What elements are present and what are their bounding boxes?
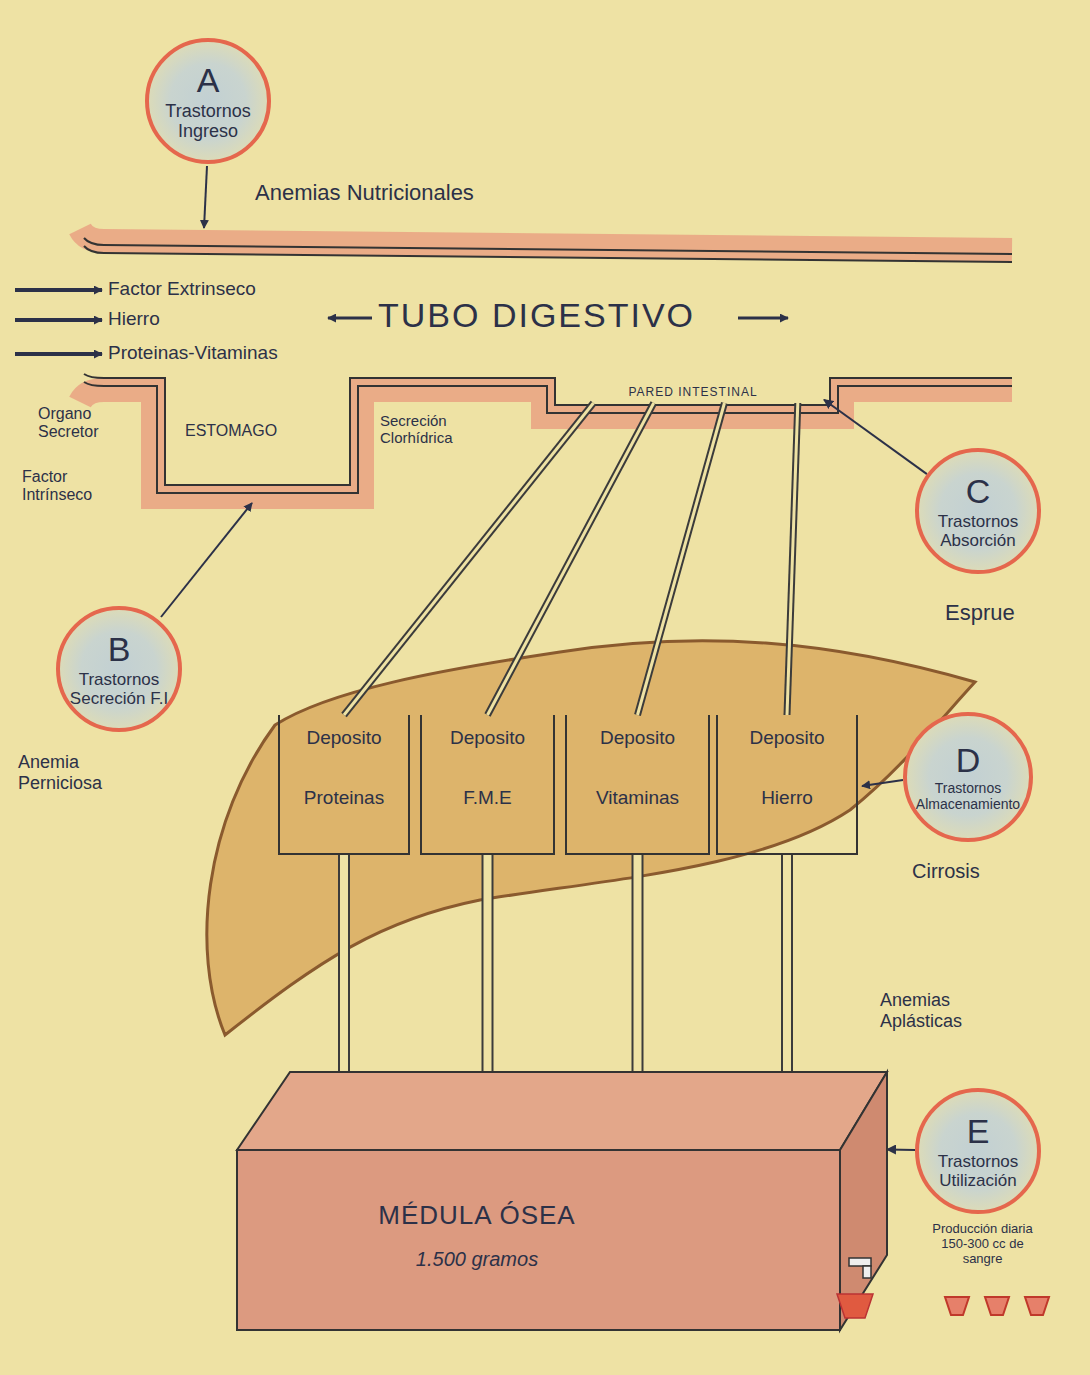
connector-line bbox=[488, 403, 654, 715]
node-text: MÉDULA ÓSEA bbox=[297, 1200, 657, 1231]
leader-arrow bbox=[204, 166, 207, 228]
supply-pipe bbox=[488, 403, 654, 715]
node-text: 1.500 gramos bbox=[297, 1248, 657, 1271]
callout-circle: ATrastornos Ingreso bbox=[145, 38, 271, 164]
tube-wall bbox=[84, 246, 1012, 262]
connector-line bbox=[488, 403, 654, 715]
connector-line bbox=[484, 855, 492, 1072]
blood-cup bbox=[985, 1297, 1009, 1315]
connector-line bbox=[634, 855, 642, 1072]
node-text: Deposito bbox=[718, 727, 856, 749]
bone-marrow-box: MÉDULA ÓSEA 1.500 gramos bbox=[237, 1072, 887, 1330]
node-text: Deposito bbox=[567, 727, 708, 749]
supply-pipe bbox=[787, 855, 788, 1072]
tube-wall bbox=[84, 382, 1012, 493]
supply-pipe bbox=[344, 855, 345, 1072]
annotation-label: Secreción Clorhídrica bbox=[380, 412, 500, 447]
blood-cup bbox=[1025, 1297, 1049, 1315]
blood-cup bbox=[945, 1297, 969, 1315]
node-text: Deposito bbox=[280, 727, 408, 749]
connector-line bbox=[482, 855, 494, 1072]
connector-line bbox=[787, 403, 798, 715]
annotation-label: Cirrosis bbox=[912, 860, 1032, 883]
supply-pipe bbox=[638, 403, 725, 715]
direction-arrow bbox=[328, 317, 372, 320]
leader-arrow bbox=[161, 503, 252, 617]
box-top bbox=[237, 1072, 887, 1150]
tube-wall bbox=[84, 238, 1012, 254]
connector-line bbox=[344, 403, 593, 715]
node-text: Vitaminas bbox=[567, 787, 708, 809]
node-text: Deposito bbox=[422, 727, 553, 749]
liver-outline bbox=[207, 641, 975, 1035]
node-text: Hierro bbox=[718, 787, 856, 809]
connector-line bbox=[340, 855, 348, 1072]
input-arrow bbox=[15, 352, 102, 356]
callout-letter: D bbox=[913, 741, 1023, 779]
box-front bbox=[237, 1150, 840, 1330]
connector-line bbox=[783, 855, 791, 1072]
deposit-box: DepositoHierro bbox=[716, 715, 858, 855]
connector-line bbox=[887, 1148, 915, 1150]
direction-arrow bbox=[738, 317, 788, 320]
annotation-label: TUBO DIGESTIVO bbox=[378, 296, 738, 335]
annotation-label: Anemia Perniciosa bbox=[18, 752, 128, 793]
supply-pipe bbox=[787, 403, 798, 715]
annotation-label: Producción diaria 150-300 cc de sangre bbox=[920, 1222, 1045, 1267]
connector-arrow bbox=[887, 1149, 915, 1150]
deposit-box: DepositoVitaminas bbox=[565, 715, 710, 855]
intestinal-wall: PARED INTESTINAL bbox=[562, 381, 824, 403]
input-arrow bbox=[15, 288, 102, 292]
box-side bbox=[840, 1072, 887, 1330]
node-text: PARED INTESTINAL bbox=[628, 385, 757, 399]
leader-arrow bbox=[862, 780, 903, 786]
connector-arrow bbox=[824, 400, 927, 474]
callout-letter: B bbox=[66, 630, 172, 668]
node-text: Proteinas bbox=[280, 787, 408, 809]
callout-circle: DTrastornos Almacenamiento bbox=[903, 712, 1033, 842]
connector-line bbox=[638, 403, 725, 715]
connector-line bbox=[344, 403, 593, 715]
callout-circle: BTrastornos Secreción F.I bbox=[56, 606, 182, 732]
connector-line bbox=[338, 855, 350, 1072]
annotation-label: Hierro bbox=[108, 308, 228, 330]
supply-pipe bbox=[637, 855, 638, 1072]
annotation-label: ESTOMAGO bbox=[185, 422, 335, 440]
callout-circle: ETrastornos Utilización bbox=[915, 1088, 1041, 1214]
connector-line bbox=[787, 403, 798, 715]
deposit-box: DepositoProteinas bbox=[278, 715, 410, 855]
deposit-box: DepositoF.M.E bbox=[420, 715, 555, 855]
node-text: Trastornos Ingreso bbox=[155, 101, 261, 141]
annotation-label: Anemias Nutricionales bbox=[255, 180, 555, 205]
blood-cup bbox=[837, 1294, 873, 1318]
node-text: Trastornos Absorción bbox=[925, 512, 1031, 550]
callout-letter: E bbox=[925, 1112, 1031, 1150]
faucet bbox=[849, 1258, 871, 1266]
callout-letter: C bbox=[925, 472, 1031, 510]
connector-line bbox=[632, 855, 644, 1072]
supply-pipe bbox=[487, 855, 488, 1072]
callout-circle: CTrastornos Absorción bbox=[915, 448, 1041, 574]
callout-letter: A bbox=[155, 61, 261, 99]
input-arrow bbox=[15, 318, 102, 322]
annotation-label: Anemias Aplásticas bbox=[880, 990, 1000, 1031]
annotation-label: Factor Intrínseco bbox=[22, 468, 122, 505]
connector-line bbox=[824, 400, 927, 474]
node-text: Trastornos Utilización bbox=[925, 1152, 1031, 1190]
annotation-label: Factor Extrinseco bbox=[108, 278, 328, 300]
annotation-label: Esprue bbox=[945, 600, 1065, 625]
node-text: F.M.E bbox=[422, 787, 553, 809]
annotation-label: Organo Secretor bbox=[38, 405, 138, 442]
faucet bbox=[863, 1266, 871, 1278]
connector-line bbox=[781, 855, 793, 1072]
annotation-label: Proteinas-Vitaminas bbox=[108, 342, 368, 364]
supply-pipe bbox=[344, 403, 593, 715]
connector-line bbox=[638, 403, 725, 715]
node-text: Trastornos Secreción F.I bbox=[66, 670, 172, 708]
node-text: Trastornos Almacenamiento bbox=[913, 781, 1023, 812]
